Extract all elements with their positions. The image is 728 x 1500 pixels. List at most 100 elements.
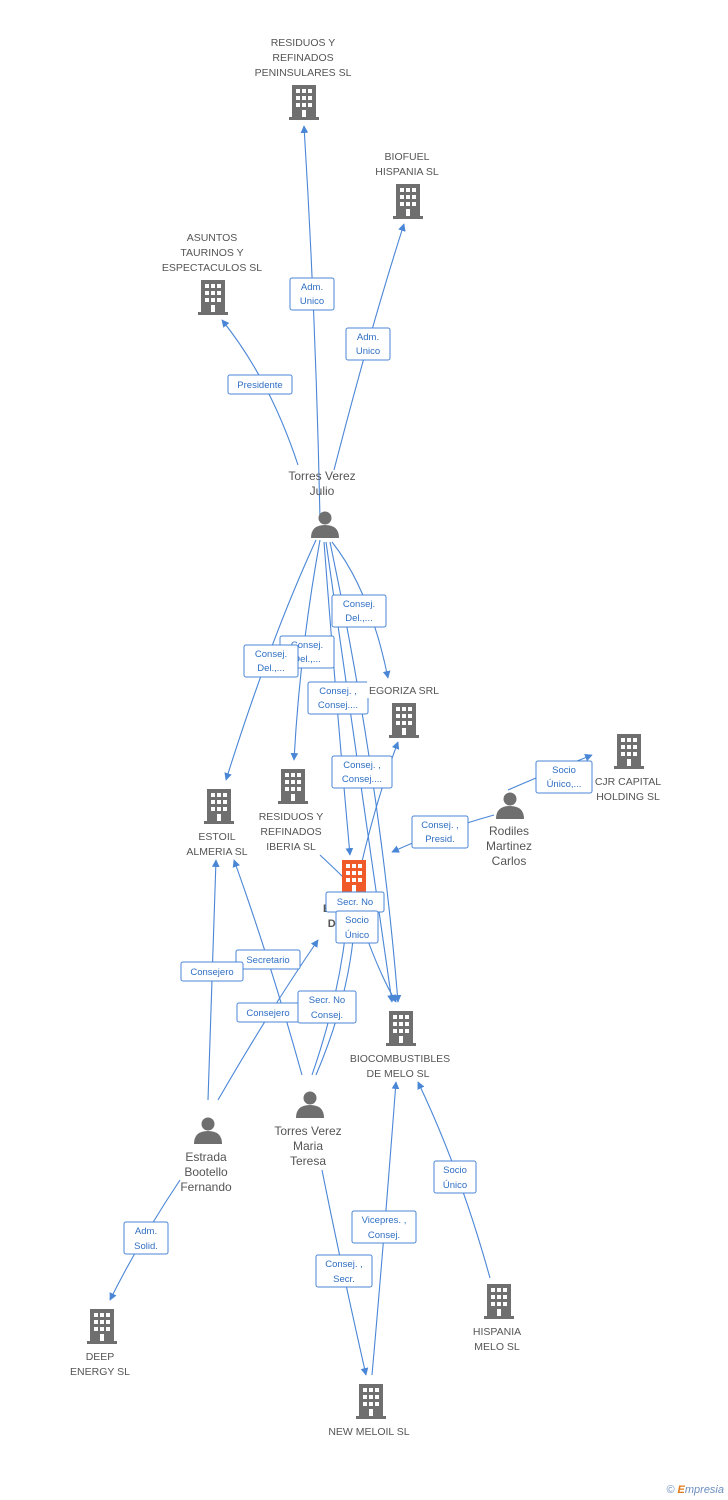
tag-consej-del-3[interactable]: Consej. Del.,... bbox=[243, 644, 299, 678]
svg-text:Adm.: Adm. bbox=[357, 332, 379, 343]
svg-text:Solid.: Solid. bbox=[134, 1241, 158, 1252]
svg-text:Socio: Socio bbox=[345, 915, 369, 926]
node-biocombustibles-melo[interactable]: BIOCOMBUSTIBLES DE MELO SL bbox=[350, 1011, 450, 1080]
tag-secr-no-consej[interactable]: Secr. No Consej. bbox=[297, 990, 357, 1024]
svg-text:Consej.: Consej. bbox=[255, 649, 287, 660]
tag-secr-no-1[interactable]: Secr. No bbox=[325, 891, 385, 913]
node-torres-julio[interactable]: Torres Verez Julio bbox=[288, 469, 356, 538]
tag-socio-unico-hispania[interactable]: Socio Único bbox=[433, 1160, 477, 1194]
tag-consej-del-1[interactable]: Consej. Del.,... bbox=[331, 594, 387, 628]
svg-text:HOLDING SL: HOLDING SL bbox=[596, 791, 660, 803]
tag-vicepres-consej[interactable]: Vicepres. , Consej. bbox=[351, 1210, 417, 1244]
building-icon bbox=[198, 280, 228, 315]
svg-text:DEEP: DEEP bbox=[86, 1351, 115, 1363]
node-estrada[interactable]: Estrada Bootello Fernando bbox=[180, 1117, 232, 1195]
svg-text:Secr.: Secr. bbox=[333, 1274, 355, 1285]
svg-text:Estrada: Estrada bbox=[185, 1150, 227, 1164]
svg-text:Del.,...: Del.,... bbox=[345, 613, 372, 624]
svg-text:Martinez: Martinez bbox=[486, 839, 532, 853]
svg-text:Consej.: Consej. bbox=[291, 640, 323, 651]
svg-text:Bootello: Bootello bbox=[184, 1165, 228, 1179]
svg-text:Presid.: Presid. bbox=[425, 834, 455, 845]
svg-text:Consej.: Consej. bbox=[343, 599, 375, 610]
svg-text:ASUNTOS: ASUNTOS bbox=[187, 232, 238, 244]
svg-text:Consejero: Consejero bbox=[246, 1008, 289, 1019]
node-torres-maria[interactable]: Torres Verez Maria Teresa bbox=[274, 1091, 342, 1169]
node-hispania-melo[interactable]: HISPANIA MELO SL bbox=[473, 1284, 521, 1353]
tag-consej-consej-1[interactable]: Consej. , Consej.... bbox=[307, 681, 369, 715]
node-deep-energy[interactable]: DEEP ENERGY SL bbox=[70, 1309, 130, 1378]
svg-text:Presidente: Presidente bbox=[237, 380, 282, 391]
tag-adm-solid[interactable]: Adm. Solid. bbox=[123, 1221, 169, 1255]
tag-adm-unico-2[interactable]: Adm. Unico bbox=[345, 327, 391, 361]
tag-consejero-2[interactable]: Consejero bbox=[236, 1002, 300, 1023]
empresia-watermark: © Empresia bbox=[666, 1484, 724, 1496]
svg-text:MELO SL: MELO SL bbox=[474, 1341, 520, 1353]
svg-text:ENERGY SL: ENERGY SL bbox=[70, 1366, 130, 1378]
node-asuntos-taurinos[interactable]: ASUNTOS TAURINOS Y ESPECTACULOS SL bbox=[162, 232, 262, 315]
svg-text:Secr. No: Secr. No bbox=[309, 995, 345, 1006]
svg-text:DE MELO SL: DE MELO SL bbox=[366, 1068, 429, 1080]
building-icon bbox=[386, 1011, 416, 1046]
svg-text:Único: Único bbox=[443, 1180, 467, 1191]
svg-text:REFINADOS: REFINADOS bbox=[260, 826, 321, 838]
tag-socio-unico-cjr[interactable]: Socio Único,... bbox=[535, 760, 593, 794]
svg-text:Torres Verez: Torres Verez bbox=[274, 1124, 341, 1138]
svg-text:Consej. ,: Consej. , bbox=[319, 686, 357, 697]
node-residuos-peninsulares[interactable]: RESIDUOS Y REFINADOS PENINSULARES SL bbox=[255, 37, 352, 120]
svg-text:Socio: Socio bbox=[552, 765, 576, 776]
svg-text:Del.,...: Del.,... bbox=[257, 663, 284, 674]
svg-text:Maria: Maria bbox=[293, 1139, 323, 1153]
node-rodiles[interactable]: Rodiles Martinez Carlos bbox=[486, 792, 532, 869]
person-icon bbox=[496, 792, 524, 819]
building-icon bbox=[389, 703, 419, 738]
building-icon bbox=[484, 1284, 514, 1319]
copyright-symbol: © bbox=[666, 1484, 675, 1496]
svg-text:Consej.: Consej. bbox=[368, 1230, 400, 1241]
node-cjr-capital[interactable]: CJR CAPITAL HOLDING SL bbox=[595, 734, 661, 803]
svg-text:Adm.: Adm. bbox=[301, 282, 323, 293]
tag-consejero-1[interactable]: Consejero bbox=[180, 961, 244, 982]
tag-adm-unico-1[interactable]: Adm. Unico bbox=[289, 277, 335, 311]
node-new-meloil[interactable]: NEW MELOIL SL bbox=[328, 1384, 410, 1438]
svg-text:Único,...: Único,... bbox=[547, 779, 582, 790]
svg-text:Fernando: Fernando bbox=[180, 1180, 232, 1194]
node-biofuel[interactable]: BIOFUEL HISPANIA SL bbox=[375, 151, 439, 219]
svg-text:HISPANIA: HISPANIA bbox=[473, 1326, 521, 1338]
svg-text:Consej....: Consej.... bbox=[342, 774, 382, 785]
svg-text:Julio: Julio bbox=[310, 484, 335, 498]
node-residuos-iberia[interactable]: RESIDUOS Y REFINADOS IBERIA SL bbox=[259, 769, 324, 853]
svg-text:EGORIZA SRL: EGORIZA SRL bbox=[369, 685, 439, 697]
tag-socio-unico-focus[interactable]: Socio Único bbox=[335, 910, 379, 944]
brand-name: mpresia bbox=[684, 1484, 724, 1496]
svg-text:Socio: Socio bbox=[443, 1165, 467, 1176]
tag-consej-presid[interactable]: Consej. , Presid. bbox=[411, 815, 469, 849]
building-icon bbox=[278, 769, 308, 804]
building-icon bbox=[393, 184, 423, 219]
svg-text:Consej....: Consej.... bbox=[318, 700, 358, 711]
brand-initial: E bbox=[677, 1484, 685, 1496]
tag-consej-consej-2[interactable]: Consej. , Consej.... bbox=[331, 755, 393, 789]
svg-text:Consejero: Consejero bbox=[190, 967, 233, 978]
edge-tags: Adm. Unico Adm. Unico Presidente Consej.… bbox=[227, 277, 593, 849]
svg-text:Secr. No: Secr. No bbox=[337, 897, 373, 908]
svg-text:HISPANIA SL: HISPANIA SL bbox=[375, 166, 439, 178]
svg-text:Consej.: Consej. bbox=[311, 1010, 343, 1021]
svg-text:RESIDUOS Y: RESIDUOS Y bbox=[271, 37, 336, 49]
svg-text:Adm.: Adm. bbox=[135, 1226, 157, 1237]
node-estoil[interactable]: ESTOIL ALMERIA SL bbox=[186, 789, 248, 858]
person-icon bbox=[311, 511, 339, 538]
tag-secretario[interactable]: Secretario bbox=[235, 949, 301, 970]
svg-text:IBERIA SL: IBERIA SL bbox=[266, 841, 316, 853]
node-egoriza[interactable]: EGORIZA SRL bbox=[367, 682, 439, 738]
svg-text:Consej. ,: Consej. , bbox=[325, 1259, 363, 1270]
svg-text:Vicepres. ,: Vicepres. , bbox=[362, 1215, 407, 1226]
svg-text:Único: Único bbox=[345, 930, 369, 941]
tag-consej-secr[interactable]: Consej. , Secr. bbox=[315, 1254, 373, 1288]
svg-text:Unico: Unico bbox=[356, 346, 380, 357]
svg-text:Teresa: Teresa bbox=[290, 1154, 326, 1168]
tag-presidente[interactable]: Presidente bbox=[227, 374, 293, 395]
building-icon bbox=[87, 1309, 117, 1344]
svg-text:NEW MELOIL SL: NEW MELOIL SL bbox=[328, 1426, 409, 1438]
